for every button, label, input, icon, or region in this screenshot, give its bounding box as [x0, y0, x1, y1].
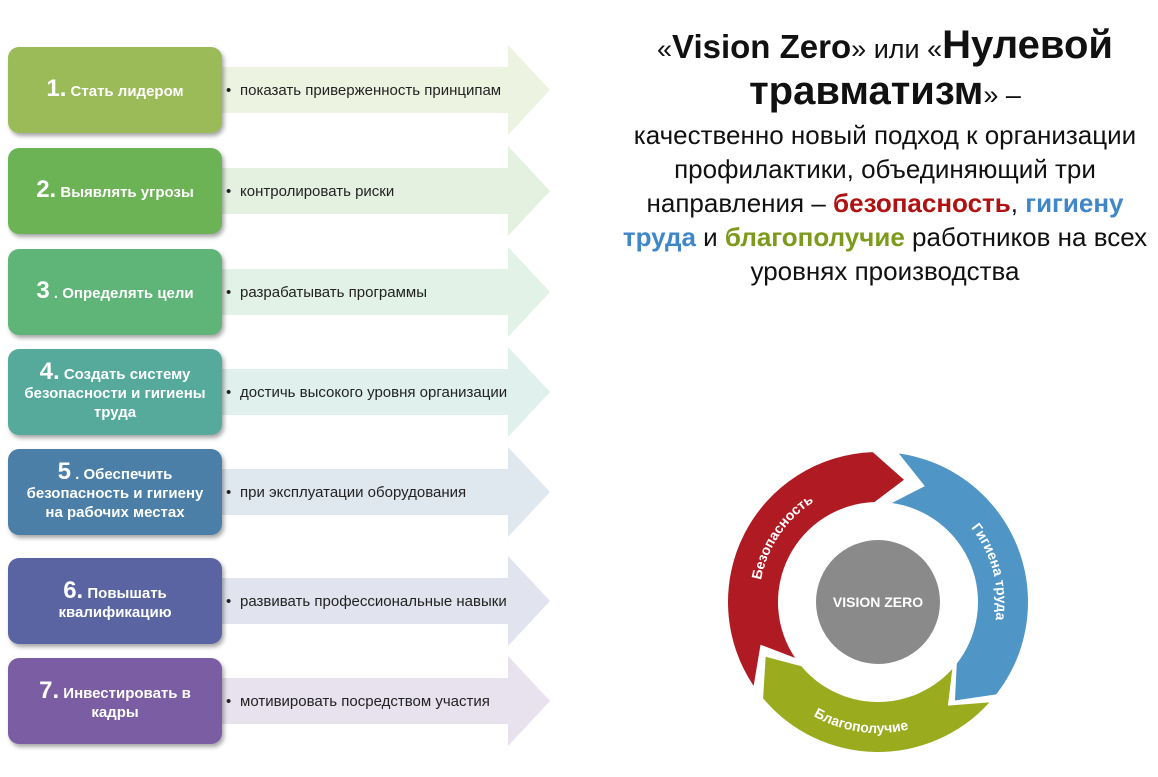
steps-list: 1. Стать лидером•показать приверженность…: [0, 0, 560, 777]
step-label: Повышать квалификацию: [58, 584, 172, 621]
step-arrow: [158, 247, 550, 337]
bullet-icon: •: [226, 692, 232, 710]
bullet-icon: •: [226, 182, 232, 200]
center-circle: [816, 540, 940, 664]
bullet-icon: •: [226, 592, 232, 610]
step-6: 6. Повышать квалификацию•развивать профе…: [8, 556, 558, 646]
word-hygiene: гигиену труда: [622, 188, 1124, 252]
headline-title: «Vision Zero» или «Нулевой травматизм» –: [620, 24, 1150, 116]
cycle-segment-3: [763, 656, 990, 752]
outro-text: работников на всех уровнях производства: [750, 222, 1148, 286]
step-5: 5 . Обеспечить безопасность и гигиену на…: [8, 447, 558, 537]
step-number: 6.: [63, 576, 84, 604]
step-desc-text: разрабатывать программы: [240, 283, 428, 301]
step-label: Инвестировать в кадры: [63, 684, 191, 721]
step-4: 4. Создать систему безопасности и гигиен…: [8, 347, 558, 437]
word-safety: безопасность: [833, 188, 1011, 218]
step-box: 7. Инвестировать в кадры: [8, 658, 222, 744]
quote-close-2: »: [983, 80, 999, 110]
comma-text: ,: [1010, 188, 1026, 218]
quote-open-2: «: [927, 34, 943, 64]
step-box: 2. Выявлять угрозы: [8, 148, 222, 234]
and-text: и: [695, 222, 725, 252]
quote-close: »: [851, 34, 867, 64]
step-number: 4.: [39, 358, 60, 385]
step-label: Стать лидером: [70, 83, 184, 100]
step-number: 5: [57, 458, 71, 485]
intro-text: качественно новый подход к организации п…: [633, 120, 1137, 218]
step-description: • контролировать риски: [226, 146, 516, 236]
step-description: • достичь высокого уровня организации: [226, 347, 516, 437]
step-3: 3 . Определять цели•разрабатывать програ…: [8, 247, 558, 337]
step-number: 7.: [39, 676, 60, 704]
step-arrow: [158, 347, 550, 437]
step-label: Создать систему безопасности и гигиены т…: [24, 366, 206, 421]
headline: «Vision Zero» или «Нулевой травматизм» –…: [620, 24, 1150, 288]
bullet-icon: •: [226, 483, 232, 501]
step-number: 1.: [46, 75, 67, 102]
headline-body: качественно новый подход к организации п…: [620, 118, 1150, 288]
step-box: 5 . Обеспечить безопасность и гигиену на…: [8, 449, 222, 535]
step-desc-text: показать приверженность принципам: [240, 81, 502, 99]
step-desc-text: достичь высокого уровня организации: [240, 383, 508, 401]
step-desc-text: развивать профессиональные навыки: [240, 592, 507, 610]
step-label: . Обеспечить безопасность и гигиену на р…: [26, 466, 204, 521]
step-box: 1. Стать лидером: [8, 47, 222, 133]
step-label: Выявлять угрозы: [60, 184, 194, 201]
bullet-icon: •: [226, 81, 232, 99]
dash-text: –: [998, 80, 1021, 110]
cycle-segment-1: [728, 452, 904, 686]
center-label: VISION ZERO: [833, 594, 923, 610]
step-description: • показать приверженность принципам: [226, 45, 516, 135]
step-number: 3: [36, 277, 50, 304]
step-description: • разрабатывать программы: [226, 247, 516, 337]
word-wellbeing: благополучие: [724, 222, 905, 252]
step-2: 2. Выявлять угрозы•контролировать риски: [8, 146, 558, 236]
vision-zero-text: Vision Zero: [672, 28, 852, 65]
step-7: 7. Инвестировать в кадры•мотивировать по…: [8, 656, 558, 746]
bullet-icon: •: [226, 283, 232, 301]
step-arrow: [158, 556, 550, 646]
step-1: 1. Стать лидером•показать приверженность…: [8, 45, 558, 135]
step-arrow: [158, 45, 550, 135]
quote-open: «: [657, 34, 673, 64]
zero-injury-text: Нулевой травматизм: [749, 23, 1113, 113]
step-description: • мотивировать посредством участия: [226, 656, 516, 746]
ili-text: или: [866, 34, 928, 64]
step-label: . Определять цели: [53, 285, 194, 302]
step-desc-text: контролировать риски: [240, 182, 395, 200]
step-desc-text: мотивировать посредством участия: [240, 692, 490, 710]
step-arrow: [158, 146, 550, 236]
cycle-segment-2: [891, 453, 1028, 701]
step-number: 2.: [36, 176, 57, 203]
step-description: • при эксплуатации оборудования: [226, 447, 516, 537]
step-box: 4. Создать систему безопасности и гигиен…: [8, 349, 222, 435]
step-arrow: [158, 656, 550, 746]
bullet-icon: •: [226, 383, 232, 401]
step-box: 3 . Определять цели: [8, 249, 222, 335]
step-description: • развивать профессиональные навыки: [226, 556, 516, 646]
step-desc-text: при эксплуатации оборудования: [240, 483, 467, 501]
step-box: 6. Повышать квалификацию: [8, 558, 222, 644]
step-arrow: [158, 447, 550, 537]
